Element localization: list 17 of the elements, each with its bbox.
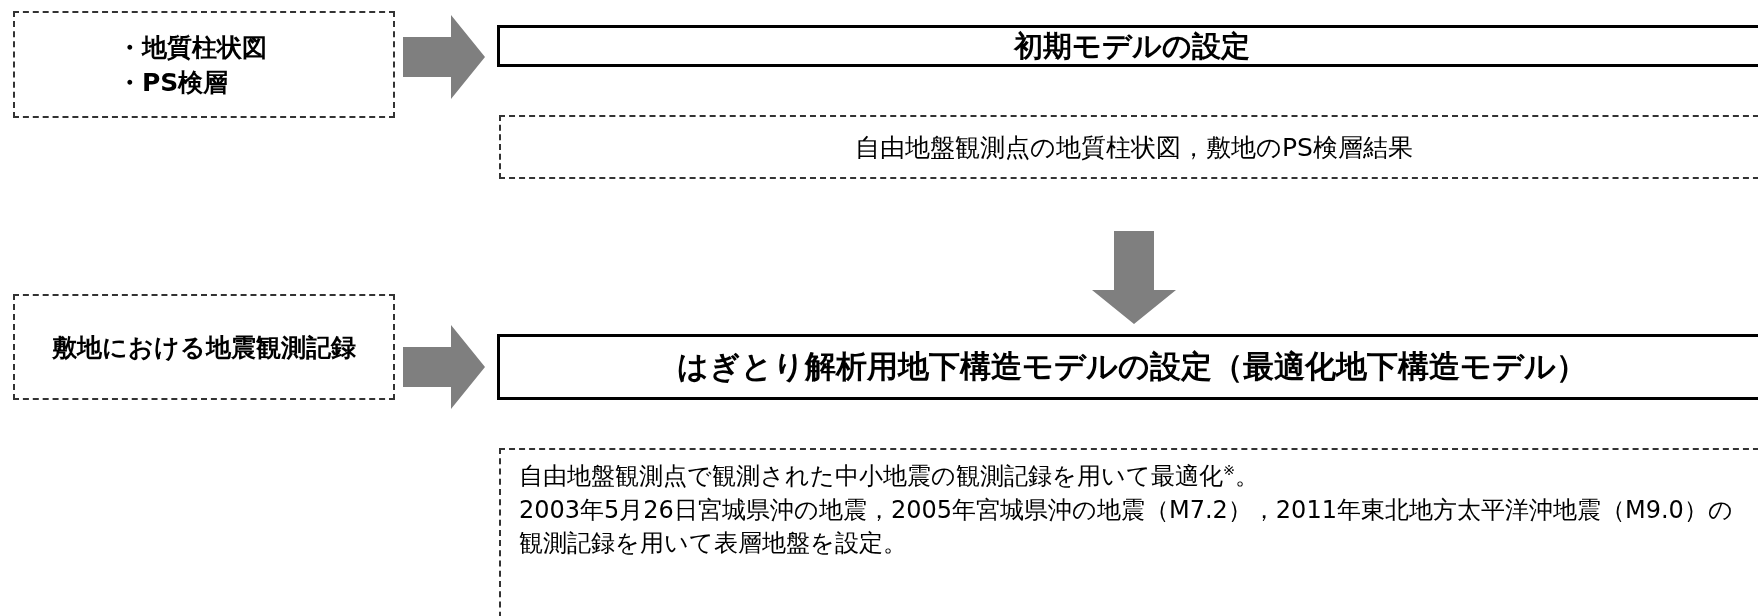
block-arrow: [403, 15, 485, 99]
step-title: 初期モデルの設定: [1014, 27, 1250, 65]
process-box: [497, 334, 1758, 400]
note-box: [499, 115, 1758, 179]
block-arrow: [403, 325, 485, 409]
note-box: [13, 11, 395, 118]
note-text: 自由地盤観測点の地質柱状図，敷地のPS検層結果: [855, 131, 1413, 164]
note-text: 自由地盤観測点で観測された中小地震の観測記録を用いて最適化$^{※}$。: [519, 461, 1260, 492]
note-text: ・地質柱状図: [117, 31, 267, 64]
note-text: 2003年5月26日宮城県沖の地震，2005年宮城県沖の地震（M7.2），2011年東北地方太平洋沖地震（M9.0）の観測記録を用いて表層地盤を設定。: [519, 494, 1734, 560]
step-title: はぎとり解析用地下構造モデルの設定（最適化地下構造モデル）: [677, 347, 1587, 387]
note-box: [499, 448, 1758, 616]
process-box: [497, 25, 1758, 67]
note-text: 敷地における地震観測記録: [52, 331, 356, 364]
note-box: [13, 294, 395, 400]
note-text: ・PS検層: [117, 66, 229, 99]
block-arrow: [1092, 231, 1176, 324]
